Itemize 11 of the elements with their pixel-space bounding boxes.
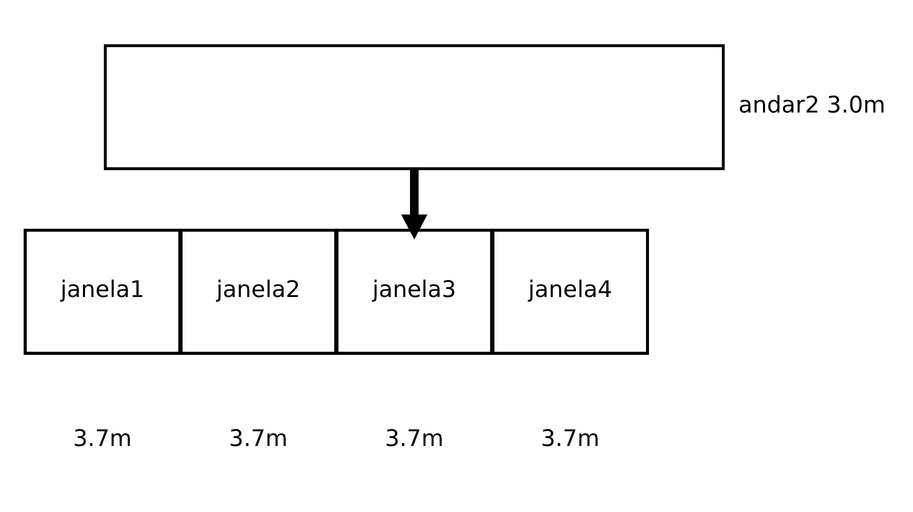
- node-box: janela4: [492, 228, 649, 355]
- label: 3.7m: [384, 426, 444, 452]
- arrow: [401, 169, 428, 240]
- node-box: [104, 44, 725, 170]
- node-box: janela1: [24, 228, 182, 355]
- label: andar2 3.0m: [738, 92, 886, 119]
- label: 3.7m: [540, 426, 600, 452]
- label: 3.7m: [73, 426, 132, 452]
- node-box: janela3: [336, 228, 493, 355]
- node-box: janela2: [180, 228, 338, 355]
- label: 3.7m: [229, 426, 288, 452]
